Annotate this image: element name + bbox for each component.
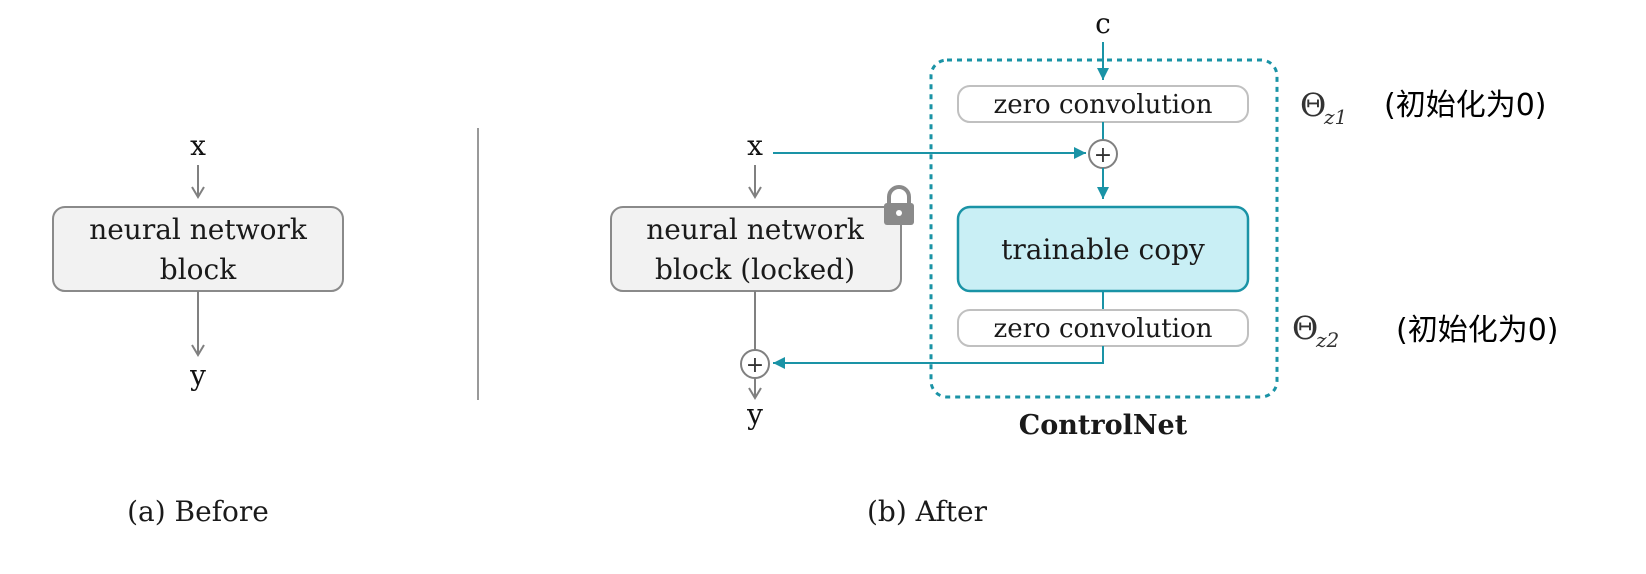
controlnet-title: ControlNet: [1019, 410, 1188, 441]
zero-conv-bottom-label: zero convolution: [994, 314, 1213, 344]
before-block-line2: block: [160, 253, 237, 286]
theta2-symbol: Θ: [1292, 309, 1318, 347]
before-caption: (a) Before: [127, 495, 269, 528]
after-caption: (b) After: [867, 495, 988, 528]
theta1-symbol: Θ: [1300, 86, 1326, 124]
theta1-annotation: Θ z1 (初始化为0): [1300, 86, 1547, 129]
controlnet-group: c zero convolution + trainable copy zero…: [773, 7, 1279, 441]
theta2-note: (初始化为0): [1396, 313, 1559, 348]
theta1-note: (初始化为0): [1384, 88, 1547, 123]
zero-conv-to-output-arrow: [773, 346, 1104, 369]
after-panel: x neural network block (locked) + y (b) …: [610, 129, 988, 528]
condition-label: c: [1095, 7, 1111, 40]
locked-block-line2: block (locked): [655, 253, 855, 286]
before-output-label: y: [189, 359, 206, 392]
theta1-subscript: z1: [1323, 105, 1347, 129]
theta2-annotation: Θ z2 (初始化为0): [1292, 309, 1559, 352]
trainable-copy-label: trainable copy: [1001, 233, 1205, 266]
after-output-label: y: [746, 398, 763, 431]
control-sum-symbol: +: [1094, 143, 1112, 168]
after-input-label: x: [747, 129, 763, 162]
locked-block-line1: neural network: [646, 213, 865, 246]
before-input-label: x: [190, 129, 206, 162]
before-block-line1: neural network: [89, 213, 308, 246]
theta2-subscript: z2: [1315, 328, 1339, 352]
lock-icon: [884, 185, 914, 225]
before-panel: x neural network block y (a) Before: [52, 129, 344, 528]
zero-conv-top-label: zero convolution: [994, 90, 1213, 120]
output-sum-symbol: +: [746, 353, 764, 378]
controlnet-dashed-border: [929, 58, 1279, 399]
